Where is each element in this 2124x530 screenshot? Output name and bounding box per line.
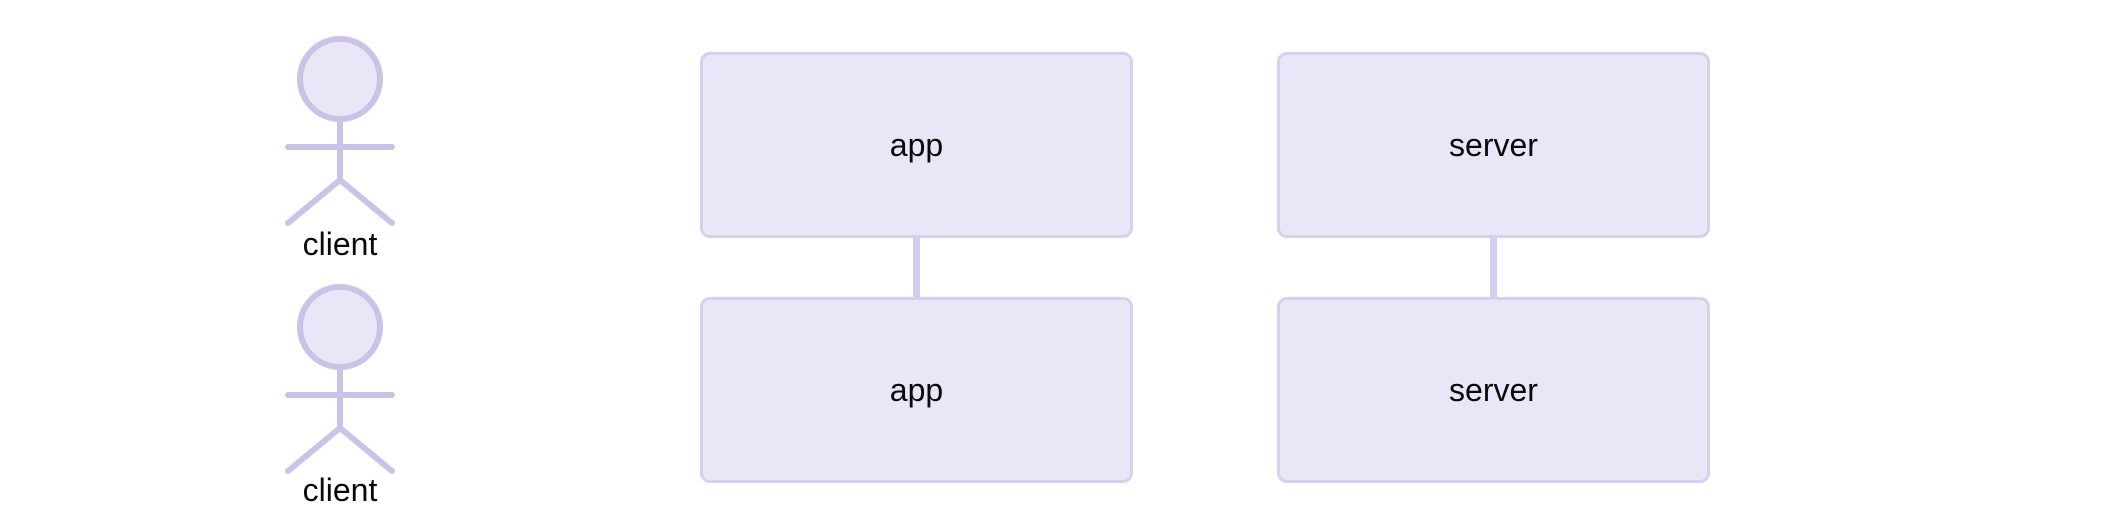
participant-box-server-top: server [1277, 52, 1710, 238]
actor-left-leg [285, 425, 343, 474]
participant-box-app-bottom: app [700, 297, 1133, 483]
actor-head [297, 284, 383, 370]
actor-stick-figure-icon [285, 284, 395, 474]
actor-label-client-top: client [302, 226, 378, 262]
actor-label-client-bottom: client [302, 472, 378, 508]
lifeline-server [1490, 237, 1497, 298]
participant-box-server-bottom: server [1277, 297, 1710, 483]
lifeline-app [913, 237, 920, 298]
actor-head [297, 36, 383, 122]
actor-left-leg [285, 177, 343, 226]
participant-box-app-top: app [700, 52, 1133, 238]
actor-right-leg [337, 425, 395, 474]
actor-stick-figure-icon [285, 36, 395, 226]
actor-right-leg [337, 177, 395, 226]
